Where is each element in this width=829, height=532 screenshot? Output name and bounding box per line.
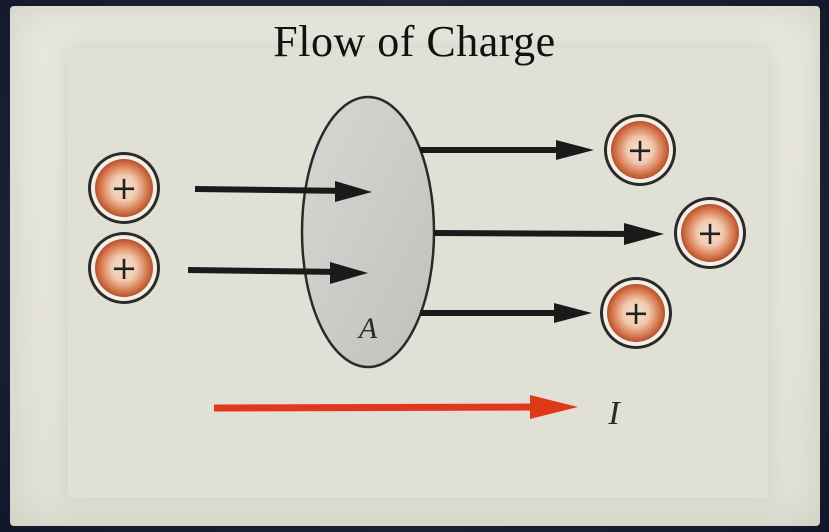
plus-sign: + [697,214,724,252]
current-arrow [213,395,578,419]
surface-a-label: A [357,312,378,345]
plus-sign: + [627,131,654,169]
diagram-title: Flow of Charge [273,17,556,66]
positive-charge: + [600,277,672,349]
current-label: I [607,395,621,432]
positive-charge: + [604,114,676,186]
positive-charge: + [88,232,160,304]
plus-sign: + [111,169,138,207]
incoming-arrow [187,262,368,284]
outgoing-arrow [420,303,592,323]
surface-a [300,95,436,369]
plus-sign: + [111,249,138,287]
outgoing-arrow [420,140,594,160]
plus-sign: + [623,294,650,332]
outgoing-arrow [433,223,664,245]
positive-charge: + [674,197,746,269]
positive-charge: + [88,152,160,224]
incoming-arrow [194,181,372,202]
